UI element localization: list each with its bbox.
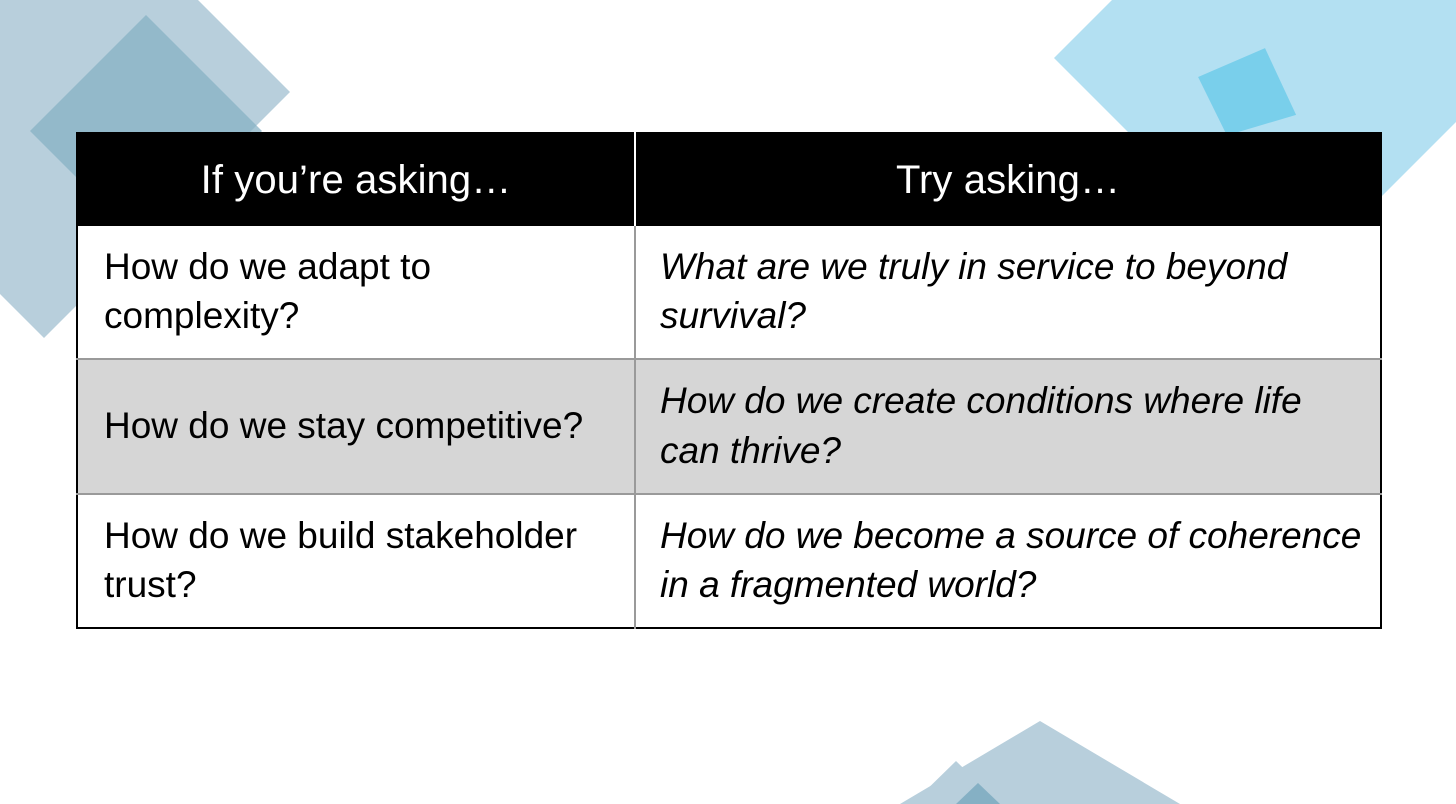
table-header-row: If you’re asking… Try asking… xyxy=(77,133,1381,226)
table-row: How do we stay competitive? How do we cr… xyxy=(77,358,1381,494)
cell-asking-2: How do we stay competitive? xyxy=(77,358,635,494)
bottom-right-triangle-overlap-icon xyxy=(956,783,1000,804)
reframing-questions-table: If you’re asking… Try asking… How do we … xyxy=(76,132,1382,630)
table-row: How do we adapt to complexity? What are … xyxy=(77,226,1381,360)
cell-try-asking-3: How do we become a source of coherence i… xyxy=(634,492,1381,629)
column-header-if-youre-asking: If you’re asking… xyxy=(77,133,635,226)
cell-text: How do we adapt to complexity? xyxy=(104,246,432,337)
cell-text: What are we truly in service to beyond s… xyxy=(660,246,1288,337)
cell-try-asking-1: What are we truly in service to beyond s… xyxy=(634,226,1381,360)
cell-try-asking-2: How do we create conditions where life c… xyxy=(634,358,1381,494)
cell-text: How do we become a source of coherence i… xyxy=(660,514,1362,606)
cell-text: How do we stay competitive? xyxy=(104,405,584,446)
top-right-small-diamond-icon xyxy=(1180,20,1300,140)
cell-asking-1: How do we adapt to complexity? xyxy=(77,226,635,359)
cell-asking-3: How do we build stakeholder trust? xyxy=(77,492,635,629)
bottom-right-small-triangle-icon xyxy=(912,761,1000,804)
cell-text: How do we create conditions where life c… xyxy=(660,380,1302,471)
bottom-right-shape-group xyxy=(900,721,1180,804)
cell-text: How do we build stakeholder trust? xyxy=(104,514,578,606)
table-row: How do we build stakeholder trust? How d… xyxy=(77,492,1381,629)
column-header-try-asking: Try asking… xyxy=(634,133,1381,226)
table-body: How do we adapt to complexity? What are … xyxy=(77,226,1381,629)
bottom-right-large-triangle-icon xyxy=(900,721,1180,804)
table-header: If you’re asking… Try asking… xyxy=(77,133,1381,226)
